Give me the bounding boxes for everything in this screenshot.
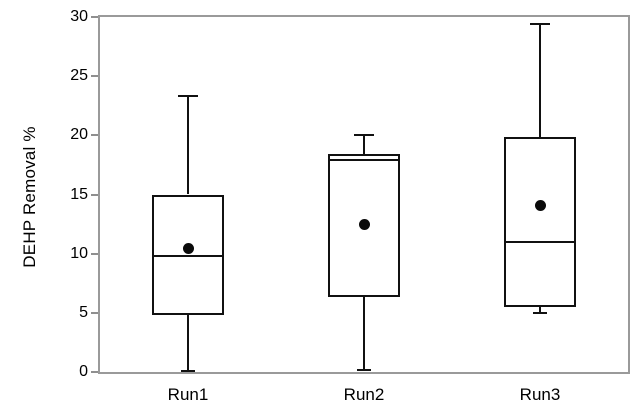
y-tick-label: 15 (70, 185, 88, 203)
y-tick-label: 30 (70, 8, 88, 25)
mean-dot-run1 (182, 243, 194, 255)
lower-whisker-cap-run2 (357, 368, 371, 371)
y-tick-label: 0 (79, 363, 88, 380)
lower-whisker-cap-run1 (181, 369, 195, 372)
lower-whisker-run3 (539, 306, 541, 313)
upper-whisker-cap-run2 (354, 134, 374, 137)
x-axis-label-run1: Run1 (167, 385, 209, 404)
y-tick-mark (91, 371, 98, 373)
y-tick-mark (91, 193, 98, 196)
upper-whisker-cap-run1 (178, 95, 198, 98)
median-line-run1 (152, 255, 224, 258)
box-run3 (504, 136, 576, 307)
upper-whisker-run2 (363, 135, 365, 155)
y-tick-mark (91, 252, 98, 255)
y-tick-label: 25 (70, 67, 88, 85)
y-tick-mark (91, 75, 98, 78)
upper-whisker-run3 (539, 24, 541, 137)
mean-dot-run3 (534, 199, 546, 211)
x-axis-label-run3: Run3 (519, 385, 561, 404)
upper-whisker-cap-run3 (530, 23, 550, 26)
median-line-run2 (328, 159, 400, 162)
box-run2 (328, 154, 400, 298)
y-tick-label: 20 (70, 126, 88, 144)
box-run1 (152, 194, 224, 316)
median-line-run3 (504, 240, 576, 243)
y-axis-label: DEHP Removal % (20, 126, 39, 268)
lower-whisker-run2 (363, 297, 365, 370)
y-tick-label: 10 (70, 244, 88, 262)
lower-whisker-run1 (187, 315, 189, 371)
mean-dot-run2 (358, 218, 370, 230)
y-tick-mark (91, 311, 98, 314)
lower-whisker-cap-run3 (533, 311, 547, 314)
upper-whisker-run1 (187, 96, 189, 195)
y-tick-mark (91, 134, 98, 137)
y-tick-label: 5 (79, 303, 88, 321)
y-tick-mark (91, 16, 98, 18)
x-axis-label-run2: Run2 (343, 385, 385, 404)
